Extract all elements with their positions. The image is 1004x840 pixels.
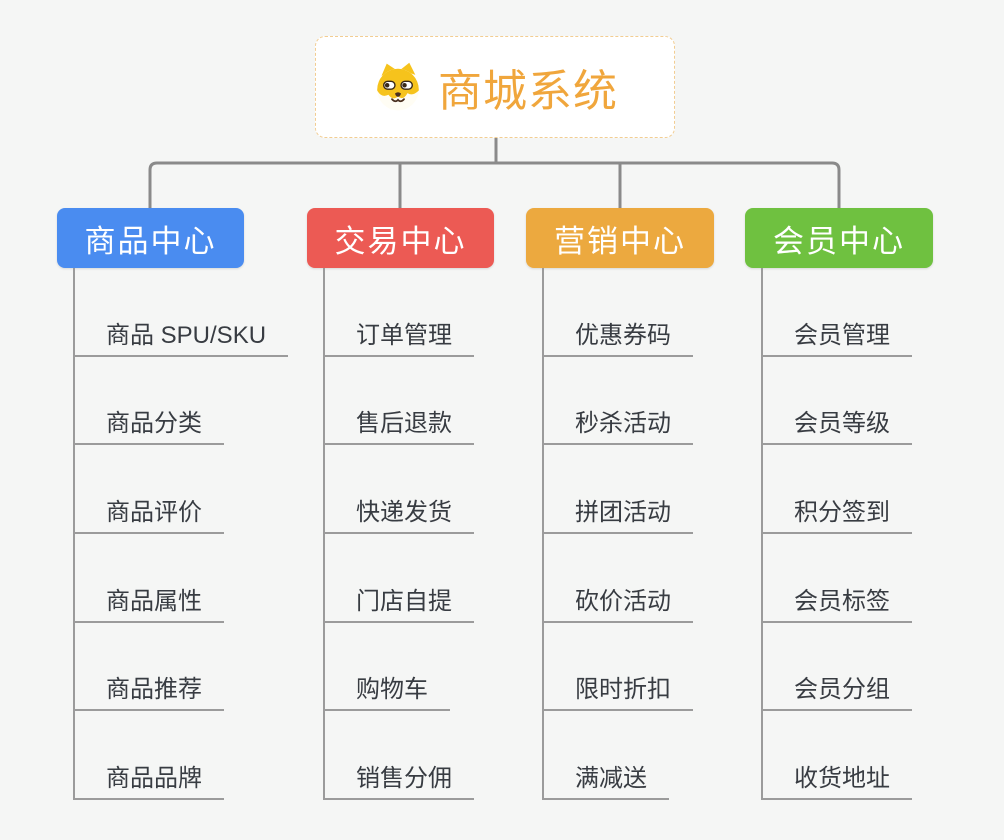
connector-rail <box>323 268 325 800</box>
child-topic[interactable]: 门店自提 <box>323 581 474 623</box>
child-topic[interactable]: 砍价活动 <box>542 581 693 623</box>
child-topic[interactable]: 限时折扣 <box>542 669 693 712</box>
child-topic[interactable]: 积分签到 <box>761 492 912 535</box>
branch-label: 会员中心 <box>773 223 905 259</box>
child-topic[interactable]: 快递发货 <box>323 492 474 535</box>
branch-node-trade-center[interactable]: 交易中心 <box>307 208 494 268</box>
children-marketing-center: 优惠券码 秒杀活动 拼团活动 砍价活动 限时折扣 满减送 <box>542 268 693 801</box>
child-topic[interactable]: 会员标签 <box>761 581 912 623</box>
children-member-center: 会员管理 会员等级 积分签到 会员标签 会员分组 收货地址 <box>761 268 912 801</box>
branch-node-product-center[interactable]: 商品中心 <box>57 208 244 268</box>
child-topic[interactable]: 会员等级 <box>761 403 912 446</box>
branch-node-member-center[interactable]: 会员中心 <box>745 208 933 268</box>
child-topic[interactable]: 购物车 <box>323 669 450 712</box>
child-topic[interactable]: 商品分类 <box>73 403 224 446</box>
child-topic[interactable]: 商品评价 <box>73 492 224 535</box>
branch-label: 营销中心 <box>554 223 686 259</box>
child-topic[interactable]: 秒杀活动 <box>542 403 693 446</box>
root-title: 商城系统 <box>438 67 618 116</box>
branch-label: 交易中心 <box>334 223 467 259</box>
children-product-center: 商品 SPU/SKU 商品分类 商品评价 商品属性 商品推荐 商品品牌 <box>73 268 289 801</box>
child-topic[interactable]: 收货地址 <box>761 758 912 801</box>
child-topic[interactable]: 优惠券码 <box>542 315 693 357</box>
child-topic[interactable]: 商品推荐 <box>73 669 224 712</box>
child-topic[interactable]: 售后退款 <box>323 403 474 446</box>
branch-spine-line <box>148 161 841 208</box>
connector-rail <box>761 268 763 800</box>
dog-face-icon <box>372 61 424 113</box>
branch-node-marketing-center[interactable]: 营销中心 <box>526 208 714 268</box>
child-topic[interactable]: 会员分组 <box>761 669 912 712</box>
child-topic[interactable]: 销售分佣 <box>323 758 474 801</box>
child-topic[interactable]: 商品 SPU/SKU <box>73 315 289 357</box>
connector-rail <box>73 268 75 800</box>
root-node[interactable]: 商城系统 <box>315 36 675 138</box>
children-trade-center: 订单管理 售后退款 快递发货 门店自提 购物车 销售分佣 <box>323 268 474 801</box>
child-topic[interactable]: 商品属性 <box>73 581 224 623</box>
child-topic[interactable]: 订单管理 <box>323 315 474 357</box>
child-topic[interactable]: 商品品牌 <box>73 758 224 801</box>
child-topic[interactable]: 拼团活动 <box>542 492 693 535</box>
child-topic[interactable]: 满减送 <box>542 758 669 801</box>
connector-rail <box>542 268 544 800</box>
branch-label: 商品中心 <box>84 223 217 259</box>
child-topic[interactable]: 会员管理 <box>761 315 912 357</box>
